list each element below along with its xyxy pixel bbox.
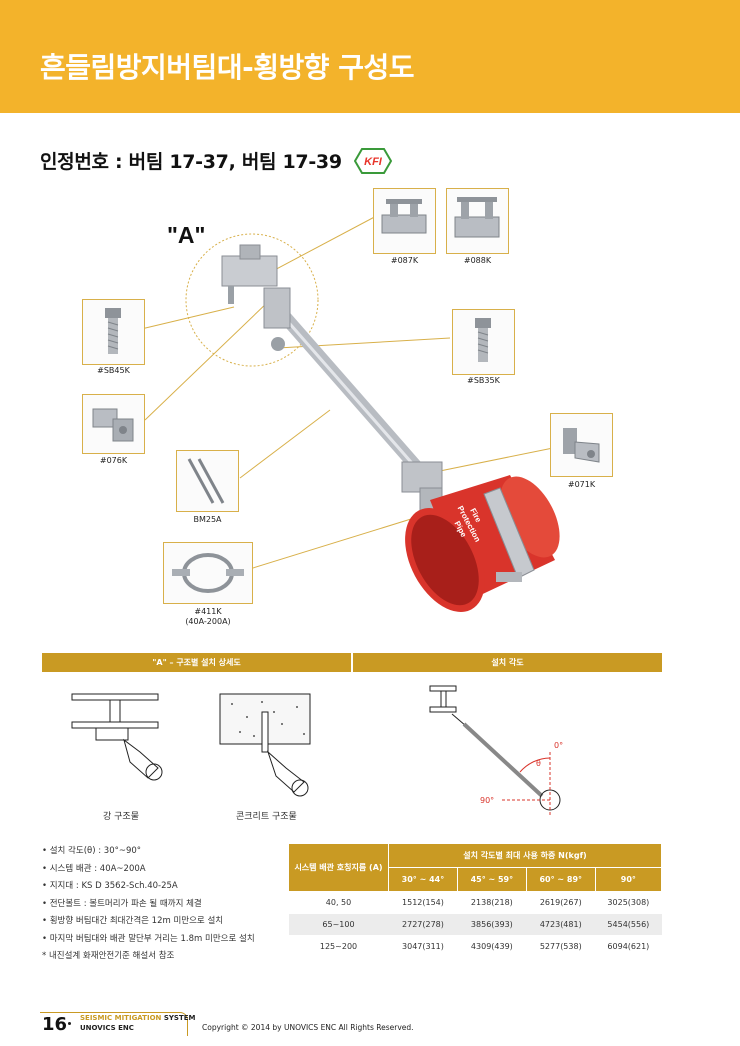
table-header-angle: 45° ~ 59°: [456, 867, 527, 892]
table-cell: 2619(267): [526, 891, 596, 914]
note-item: • 횡방향 버팀대간 최대간격은 12m 미만으로 설치: [42, 916, 224, 926]
table-header-angle: 30° ~ 44°: [388, 867, 458, 892]
clamp-icon: [381, 199, 427, 234]
part-071k-thumb: [550, 413, 613, 477]
kfi-logo-text: KFI: [364, 156, 383, 168]
bolt-icon: [475, 318, 491, 362]
load-table: 시스템 배관 호칭지름 (A) 설치 각도별 최대 사용 하중 N(kgf) 3…: [288, 843, 663, 958]
concrete-caption: 콘크리트 구조물: [236, 812, 297, 822]
detail-a-circle: [185, 233, 319, 367]
table-cell: 2727(278): [388, 913, 458, 936]
steel-structure-drawing: [71, 693, 163, 781]
footer-brand-line1b: SYSTEM: [163, 1014, 196, 1022]
rod-icon: [187, 458, 225, 504]
table-header-size: 시스템 배관 호칭지름 (A): [288, 843, 389, 892]
footer-brand-line1a: SEISMIC MITIGATION: [80, 1014, 162, 1022]
note-item: * 내진설계 화재안전기준 해설서 참조: [42, 951, 175, 961]
top-bracket: [221, 244, 291, 351]
detail-section-header: "A" – 구조별 설치 상세도: [42, 653, 351, 672]
part-088k-label: #088K: [463, 256, 492, 265]
table-cell: 1512(154): [388, 891, 458, 914]
table-cell: 5454(556): [595, 913, 662, 936]
table-cell: 3856(393): [457, 913, 527, 936]
footer-rule: [40, 1012, 188, 1036]
footer-dot: [68, 1022, 71, 1025]
note-item: • 마지막 버팀대와 배관 말단부 거리는 1.8m 미만으로 설치: [42, 933, 255, 944]
pipe-ring-icon: [172, 553, 244, 593]
header-band: [0, 0, 740, 113]
note-item: • 전단볼트 : 볼트머리가 파손 될 때까지 체결: [42, 898, 202, 909]
table-cell: 4309(439): [457, 935, 527, 958]
part-411k-sublabel: (40A-200A): [185, 617, 231, 626]
assembly-diagram: Fire Protection Pipe: [136, 212, 560, 612]
note-item: • 지지대 : KS D 3562-Sch.40-25A: [42, 881, 178, 891]
part-088k-thumb: [446, 188, 509, 254]
angle-section-header: 설치 각도: [353, 653, 662, 672]
table-header-angle: 90°: [594, 867, 663, 892]
table-cell: 65~100: [288, 913, 389, 936]
part-bm25a-thumb: [176, 450, 239, 512]
bottom-bracket: [401, 461, 443, 523]
part-sb35k-thumb: [452, 309, 515, 375]
note-item: • 설치 각도(θ) : 30°~90°: [42, 846, 142, 856]
table-row: 40, 50 1512(154) 2138(218) 2619(267) 302…: [288, 891, 662, 914]
part-411k-label: #411K: [194, 607, 222, 616]
page-title: 흔들림방지버팀대-횡방향 구성도: [40, 51, 415, 84]
copyright-text: Copyright © 2014 by UNOVICS ENC All Righ…: [202, 1023, 414, 1032]
detail-drawings: 0° θ 90°: [71, 685, 563, 816]
table-cell: 125~200: [288, 935, 389, 958]
bolt-icon: [105, 308, 121, 354]
bracket-icon: [92, 408, 134, 442]
part-076k-thumb: [82, 394, 145, 454]
part-bm25a-label: BM25A: [193, 515, 222, 524]
certification-title: 인정번호 : 버팀 17-37, 버팀 17-39: [40, 151, 342, 173]
part-sb45k-label: #SB45K: [97, 366, 130, 375]
concrete-structure-drawing: [219, 693, 311, 797]
note-item: • 시스템 배관 : 40A~200A: [42, 863, 146, 874]
table-header-angle: 60° ~ 89°: [525, 867, 596, 892]
table-cell: 40, 50: [288, 891, 389, 914]
clamp-icon: [454, 197, 500, 238]
table-cell: 5277(538): [526, 935, 596, 958]
table-cell: 6094(621): [595, 935, 662, 958]
part-411k-thumb: [163, 542, 253, 604]
table-row: 65~100 2727(278) 3856(393) 4723(481) 545…: [288, 913, 662, 936]
steel-caption: 강 구조물: [103, 812, 139, 822]
kfi-logo: KFI: [354, 148, 392, 174]
table-cell: 3047(311): [388, 935, 458, 958]
table-cell: 2138(218): [457, 891, 527, 914]
angle-zero-label: 0°: [554, 741, 563, 750]
part-071k-label: #071K: [567, 480, 596, 489]
footer-brand-line2: UNOVICS ENC: [80, 1024, 134, 1032]
part-076k-label: #076K: [99, 456, 128, 465]
table-row: 125~200 3047(311) 4309(439) 5277(538) 60…: [288, 935, 662, 958]
angle-ninety-label: 90°: [480, 796, 494, 805]
spec-notes: • 설치 각도(θ) : 30°~90° • 시스템 배관 : 40A~200A…: [42, 843, 282, 966]
table-cell: 3025(308): [595, 891, 662, 914]
part-087k-thumb: [373, 188, 436, 254]
table-cell: 4723(481): [526, 913, 596, 936]
angle-diagram: [429, 685, 561, 816]
bracket-icon: [563, 428, 600, 463]
table-header-group: 설치 각도별 최대 사용 하중 N(kgf): [388, 843, 662, 868]
page-number: 16: [42, 1014, 68, 1035]
detail-a-label: "A": [167, 222, 206, 248]
angle-theta-label: θ: [536, 759, 541, 768]
part-087k-label: #087K: [390, 256, 419, 265]
part-sb45k-thumb: [82, 299, 145, 365]
fire-protection-pipe: Fire Protection Pipe: [405, 475, 560, 612]
footer-brand-line1: SEISMIC MITIGATION SYSTEM: [80, 1014, 196, 1022]
part-sb35k-label: #SB35K: [467, 376, 500, 385]
